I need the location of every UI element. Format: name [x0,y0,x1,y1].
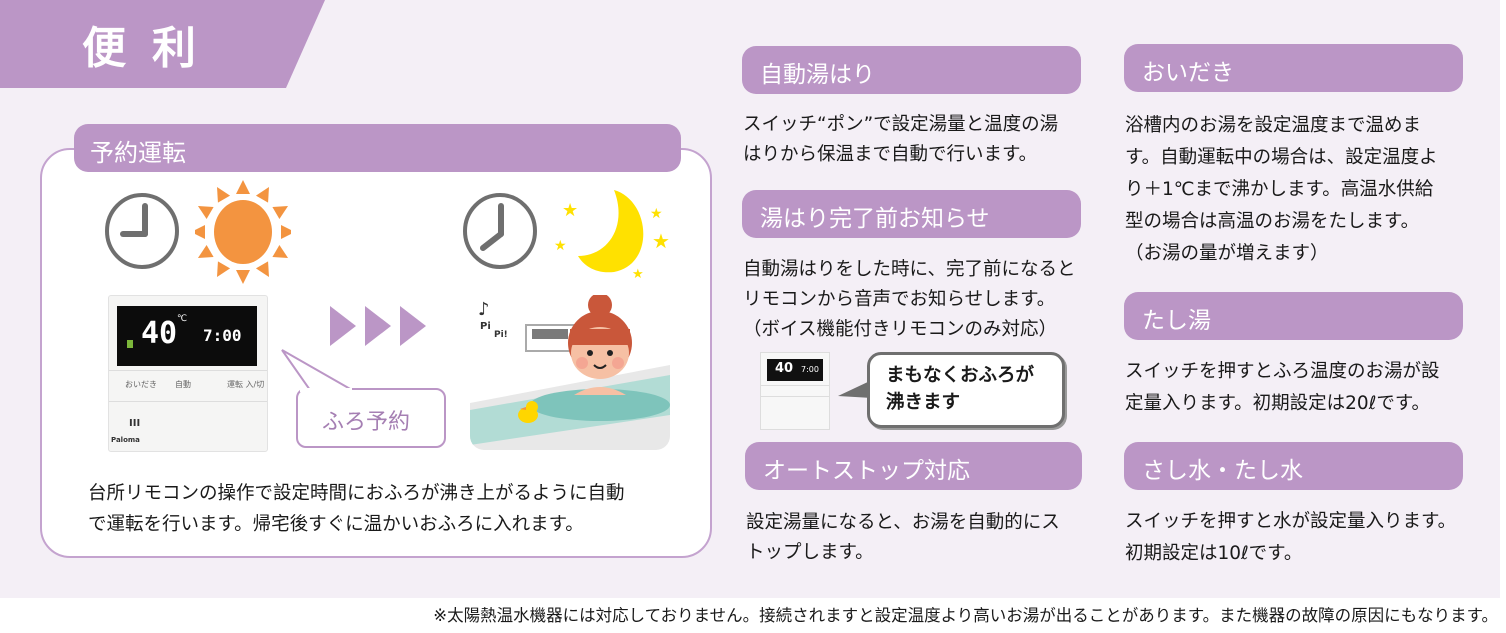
reservation-tab: 予約運転 [74,124,681,172]
svg-text:Pi: Pi [480,321,491,332]
voice-notice-bubble: まもなくおふろが 沸きます [867,352,1065,428]
add-water-header: さし水・たし水 [1124,442,1463,490]
auto-fill-header: 自動湯はり [742,46,1081,94]
furo-reservation-bubble: ふろ予約 [296,388,446,448]
svg-text:★: ★ [554,238,567,254]
auto-stop-description: 設定湯量になると、お湯を自動的にス トップします。 [746,512,1060,563]
remote-display: 40 ℃ 7:00 [117,306,257,366]
clock-8-icon [463,193,537,269]
remote-buttons: おいだき 自動 運転 入/切 [109,370,267,402]
svg-text:★: ★ [650,206,663,222]
reheat-header: おいだき [1124,44,1463,92]
remote-control-image: 40 ℃ 7:00 おいだき 自動 運転 入/切 III Paloma [108,295,268,452]
section-banner [0,0,325,88]
add-hot-water-description: スイッチを押すとふろ温度のお湯が設 定量入ります。初期設定は20ℓです。 [1125,361,1440,414]
add-hot-water-header: たし湯 [1124,292,1463,340]
arrow-right-icon [400,306,426,346]
add-water-description: スイッチを押すと水が設定量入ります。 初期設定は10ℓです。 [1125,511,1457,564]
voice-bubble-tail [838,380,872,398]
reheat-description: 浴槽内のお湯を設定温度まで温めま す。自動運転中の場合は、設定温度よ り＋1℃ま… [1125,115,1438,264]
svg-text:♪: ♪ [478,299,490,320]
sun-icon [195,180,291,284]
svg-text:★: ★ [562,200,578,221]
fill-notice-description: 自動湯はりをした時に、完了前になると リモコンから音声でお知らせします。 （ボイ… [743,259,1076,340]
clock-3-icon [105,193,179,269]
arrow-right-icon [330,306,356,346]
auto-stop-header: オートストップ対応 [745,442,1082,490]
auto-fill-description: スイッチ“ポン”で設定湯量と温度の湯 はりから保温まで自動で行います。 [743,114,1059,165]
svg-text:★: ★ [632,267,644,282]
voice-remote-image: 40 7:00 [760,352,830,430]
fill-notice-header: 湯はり完了前お知らせ [742,190,1081,238]
reservation-description: 台所リモコンの操作で設定時間におふろが沸き上がるように自動 で運転を行います。帰… [88,483,625,535]
reservation-tab-label: 予約運転 [90,139,186,167]
bubble-tail [281,349,356,391]
svg-text:★: ★ [652,229,670,253]
footnote: ※太陽熱温水機器には対応しておりません。接続されますと設定温度より高いお湯が出る… [433,606,1498,625]
svg-text:Pi!: Pi! [494,330,508,340]
bath-woman-illustration: Pi Pi! ♪ [470,295,670,450]
arrow-right-icon [365,306,391,346]
moon-stars-icon: ★ ★ ★ ★ ★ [554,190,670,282]
section-title: 便利 [82,23,222,74]
